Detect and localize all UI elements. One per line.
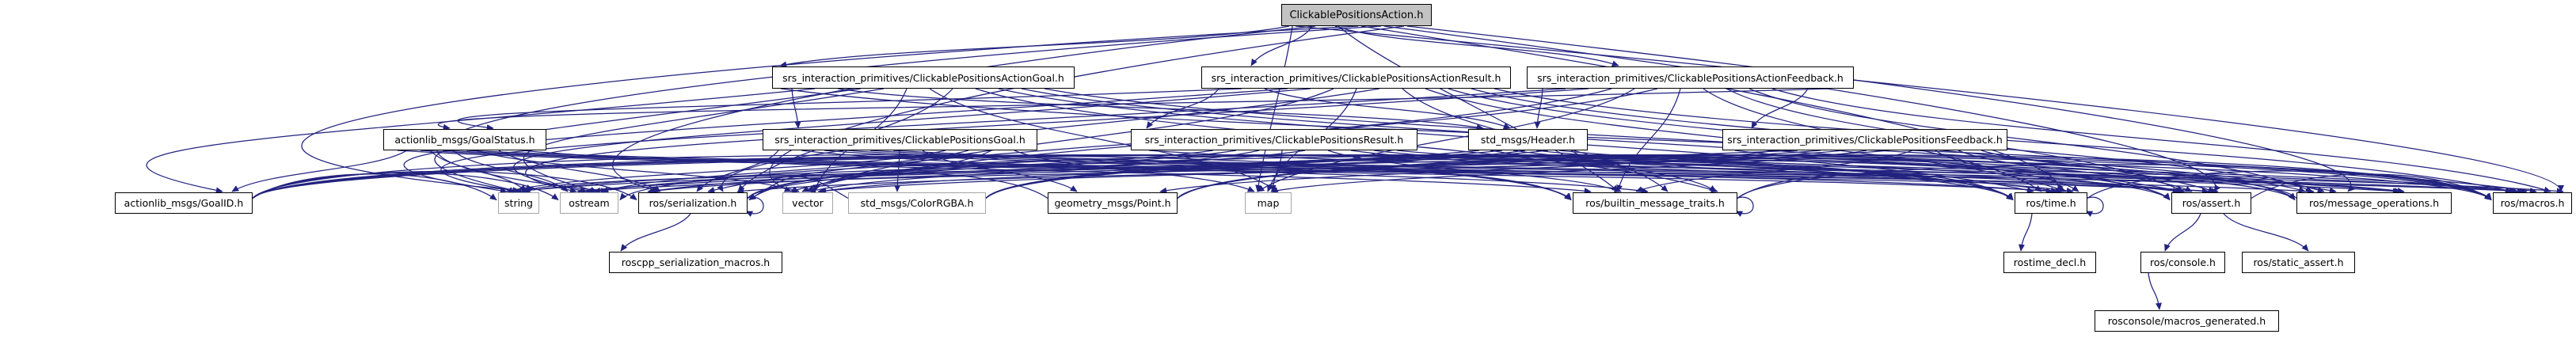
- edge-goalstatus-vector: [475, 150, 800, 193]
- node-label: ros/time.h: [2026, 197, 2076, 209]
- edge-action-string: [301, 25, 1359, 195]
- edge-actiongoal-goal: [791, 88, 801, 129]
- node-label: srs_interaction_primitives/ClickablePosi…: [1727, 134, 2003, 146]
- node-feedback[interactable]: srs_interaction_primitives/ClickablePosi…: [1722, 129, 2007, 150]
- edge-actionfeedback-builtintraits: [1616, 88, 1681, 192]
- node-label: srs_interaction_primitives/ClickablePosi…: [1211, 71, 1501, 84]
- edge-action-vector: [769, 25, 1405, 192]
- node-label: std_msgs/ColorRGBA.h: [860, 197, 974, 209]
- node-msgops[interactable]: ros/message_operations.h: [2296, 192, 2452, 214]
- edge-goal-time: [824, 150, 2053, 195]
- node-label: srs_interaction_primitives/ClickablePosi…: [1537, 71, 1844, 84]
- edge-actionfeedback-msgops: [1748, 88, 2313, 192]
- edge-serialization-macros: [747, 154, 2492, 201]
- edge-action-actionresult: [1250, 25, 1313, 66]
- node-console[interactable]: ros/console.h: [2140, 252, 2225, 273]
- node-goal[interactable]: srs_interaction_primitives/ClickablePosi…: [763, 129, 1037, 150]
- node-actionfeedback[interactable]: srs_interaction_primitives/ClickablePosi…: [1527, 66, 1854, 89]
- edge-serialization-roscppser: [620, 213, 691, 252]
- node-assert[interactable]: ros/assert.h: [2171, 192, 2251, 214]
- edge-actionfeedback-macros: [1771, 88, 2551, 193]
- edge-assert-staticassert: [2223, 213, 2309, 252]
- node-serialization[interactable]: ros/serialization.h: [638, 192, 748, 214]
- node-label: ros/static_assert.h: [2253, 256, 2344, 268]
- node-label: rostime_decl.h: [2013, 256, 2087, 268]
- node-label: roscpp_serialization_macros.h: [621, 256, 771, 268]
- node-ostream[interactable]: ostream: [560, 192, 618, 214]
- edge-assert-macros: [2251, 173, 2492, 201]
- edge-builtintraits-builtintraits: [1735, 196, 1754, 217]
- node-actiongoal[interactable]: srs_interaction_primitives/ClickablePosi…: [772, 66, 1075, 89]
- edge-actiongoal-assert: [1021, 88, 2183, 194]
- node-label: ros/console.h: [2150, 256, 2216, 268]
- node-string[interactable]: string: [498, 192, 539, 214]
- node-macrosgen[interactable]: rosconsole/macros_generated.h: [2095, 310, 2279, 332]
- node-label: ros/message_operations.h: [2308, 197, 2440, 209]
- node-label: map: [1257, 197, 1280, 209]
- node-macros[interactable]: ros/macros.h: [2493, 192, 2572, 214]
- node-label: srs_interaction_primitives/ClickablePosi…: [774, 134, 1025, 146]
- node-actionresult[interactable]: srs_interaction_primitives/ClickablePosi…: [1201, 66, 1511, 89]
- node-goalstatus[interactable]: actionlib_msgs/GoalStatus.h: [383, 129, 546, 150]
- edge-console-macrosgen: [2148, 272, 2162, 310]
- node-time[interactable]: ros/time.h: [2015, 192, 2087, 214]
- node-map[interactable]: map: [1245, 192, 1292, 214]
- edge-actiongoal-ostream: [523, 88, 885, 193]
- edge-action-macros: [1295, 25, 2564, 192]
- node-staticassert[interactable]: ros/static_assert.h: [2242, 252, 2355, 273]
- edge-action-msgops: [1406, 25, 2355, 192]
- edge-actiongoal-goalid: [146, 88, 816, 194]
- edge-goalstatus-goalid: [231, 150, 408, 192]
- node-vector[interactable]: vector: [782, 192, 833, 214]
- edge-time-macros: [2087, 170, 2492, 200]
- node-label: vector: [792, 197, 824, 209]
- node-roscppser[interactable]: roscpp_serialization_macros.h: [609, 252, 782, 273]
- edge-actionfeedback-feedback: [1751, 88, 1809, 129]
- node-result[interactable]: srs_interaction_primitives/ClickablePosi…: [1131, 129, 1417, 150]
- node-label: std_msgs/Header.h: [1480, 134, 1576, 146]
- edge-assert-console: [2164, 213, 2201, 252]
- edge-actionfeedback-ostream: [525, 88, 1589, 194]
- node-goalid[interactable]: actionlib_msgs/GoalID.h: [115, 192, 253, 214]
- node-label: ros/builtin_message_traits.h: [1585, 197, 1725, 209]
- node-label: rosconsole/macros_generated.h: [2107, 315, 2266, 327]
- edge-goal-assert: [847, 150, 2209, 195]
- edge-msgops-ostream: [619, 154, 2297, 201]
- node-action[interactable]: ClickablePositionsAction.h: [1281, 4, 1432, 26]
- edge-builtintraits-macros: [1737, 164, 2492, 201]
- edge-action-builtintraits: [1337, 25, 1619, 192]
- node-point[interactable]: geometry_msgs/Point.h: [1048, 192, 1178, 214]
- edge-time-rostimedecl: [2019, 213, 2033, 252]
- node-label: actionlib_msgs/GoalID.h: [124, 197, 244, 209]
- edge-time-time: [2085, 196, 2104, 217]
- edge-actionresult-header: [1264, 88, 1511, 129]
- edge-serialization-builtintraits: [747, 162, 1572, 201]
- node-builtintraits[interactable]: ros/builtin_message_traits.h: [1573, 192, 1737, 214]
- edge-actionfeedback-goalstatus: [437, 88, 1832, 131]
- node-label: geometry_msgs/Point.h: [1054, 197, 1171, 209]
- node-label: actionlib_msgs/GoalStatus.h: [394, 134, 535, 146]
- node-label: ostream: [569, 197, 610, 209]
- edge-goalid-assert: [252, 154, 2171, 201]
- edge-action-actionfeedback: [1334, 25, 1619, 67]
- node-colorrgba[interactable]: std_msgs/ColorRGBA.h: [848, 192, 986, 214]
- node-label: srs_interaction_primitives/ClickablePosi…: [1144, 134, 1404, 146]
- edge-builtintraits-time: [1737, 173, 2014, 201]
- node-label: ClickablePositionsAction.h: [1289, 9, 1424, 21]
- node-rostimedecl[interactable]: rostime_decl.h: [2003, 252, 2096, 273]
- node-header[interactable]: std_msgs/Header.h: [1468, 129, 1588, 150]
- node-label: ros/serialization.h: [649, 197, 737, 209]
- node-label: string: [504, 197, 533, 209]
- edge-goalstatus-serialization: [498, 150, 661, 192]
- node-label: srs_interaction_primitives/ClickablePosi…: [782, 71, 1064, 84]
- edge-serialization-serialization: [745, 196, 764, 217]
- node-label: ros/macros.h: [2500, 197, 2565, 209]
- node-label: ros/assert.h: [2182, 197, 2241, 209]
